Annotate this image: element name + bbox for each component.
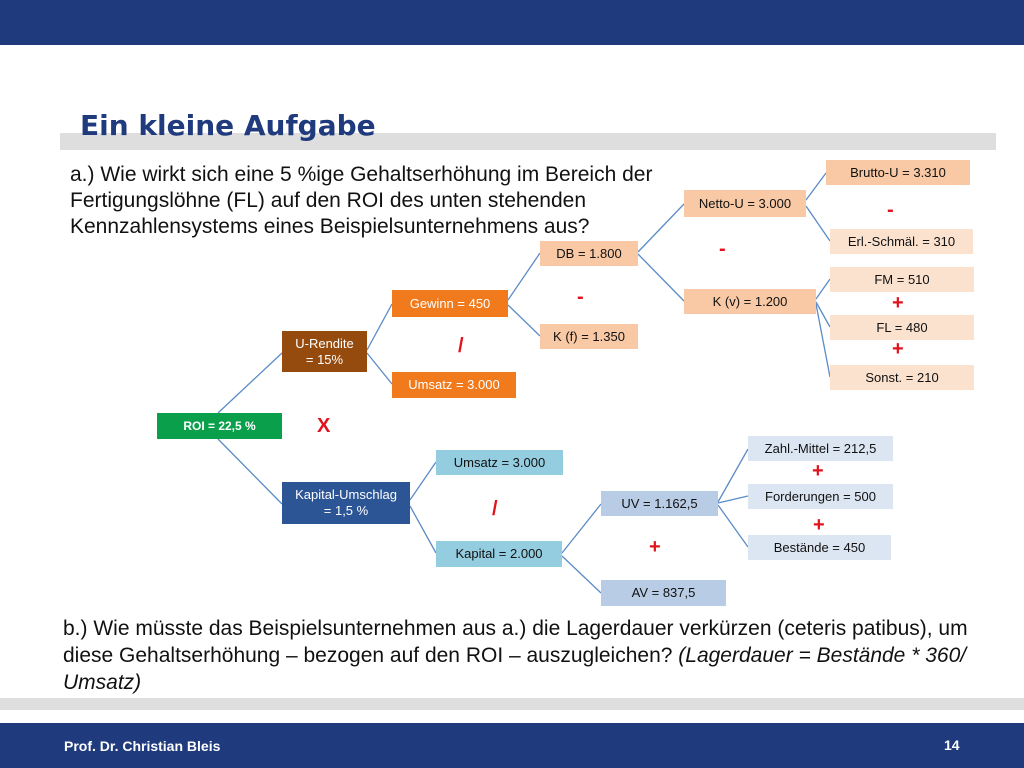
node-erl-schmael: Erl.-Schmäl. = 310 bbox=[830, 229, 973, 254]
slide-title: Ein kleine Aufgabe bbox=[80, 109, 376, 142]
node-brutto-u: Brutto-U = 3.310 bbox=[826, 160, 970, 185]
node-umsatz-top: Umsatz = 3.000 bbox=[392, 372, 516, 398]
node-uv: UV = 1.162,5 bbox=[601, 491, 718, 516]
node-fl: FL = 480 bbox=[830, 315, 974, 340]
node-roi: ROI = 22,5 % bbox=[157, 413, 282, 439]
footer-band bbox=[0, 698, 1024, 710]
question-b: b.) Wie müsste das Beispielsunternehmen … bbox=[63, 615, 993, 696]
operator-divide-top: / bbox=[458, 335, 464, 357]
node-netto-u: Netto-U = 3.000 bbox=[684, 190, 806, 217]
node-gewinn: Gewinn = 450 bbox=[392, 290, 508, 317]
top-bar bbox=[0, 0, 1024, 45]
footer-bar bbox=[0, 723, 1024, 768]
node-kapital: Kapital = 2.000 bbox=[436, 541, 562, 567]
node-av: AV = 837,5 bbox=[601, 580, 726, 606]
node-k-v: K (v) = 1.200 bbox=[684, 289, 816, 314]
node-forderungen: Forderungen = 500 bbox=[748, 484, 893, 509]
footer-author: Prof. Dr. Christian Bleis bbox=[64, 738, 221, 754]
operator-plus-forderungen: + bbox=[813, 514, 825, 536]
operator-plus-fl: + bbox=[892, 338, 904, 360]
operator-multiply: X bbox=[317, 415, 331, 437]
operator-plus-zahl: + bbox=[812, 460, 824, 482]
operator-divide-bottom: / bbox=[492, 498, 498, 520]
question-a: a.) Wie wirkt sich eine 5 %ige Gehaltser… bbox=[70, 163, 653, 238]
operator-plus-fm: + bbox=[892, 292, 904, 314]
node-zahl-mittel: Zahl.-Mittel = 212,5 bbox=[748, 436, 893, 461]
node-db: DB = 1.800 bbox=[540, 241, 638, 266]
page-number: 14 bbox=[944, 737, 960, 753]
operator-minus-netto: - bbox=[719, 238, 726, 260]
node-sonst: Sonst. = 210 bbox=[830, 365, 974, 390]
question-b-text: b.) Wie müsste das Beispielsunternehmen … bbox=[63, 617, 968, 667]
node-kapital-umschlag: Kapital-Umschlag= 1,5 % bbox=[282, 482, 410, 524]
operator-plus-kapital: + bbox=[649, 536, 661, 558]
node-bestaende: Bestände = 450 bbox=[748, 535, 891, 560]
operator-minus-brutto: - bbox=[887, 199, 894, 221]
question-b-formula: (Lagerdauer = Bestände * 360/ Umsatz) bbox=[63, 644, 967, 694]
node-fm: FM = 510 bbox=[830, 267, 974, 292]
node-u-rendite: U-Rendite= 15% bbox=[282, 331, 367, 372]
operator-minus-db: - bbox=[577, 286, 584, 308]
node-k-f: K (f) = 1.350 bbox=[540, 324, 638, 349]
title-underline-band bbox=[60, 133, 996, 150]
node-umsatz-bottom: Umsatz = 3.000 bbox=[436, 450, 563, 475]
